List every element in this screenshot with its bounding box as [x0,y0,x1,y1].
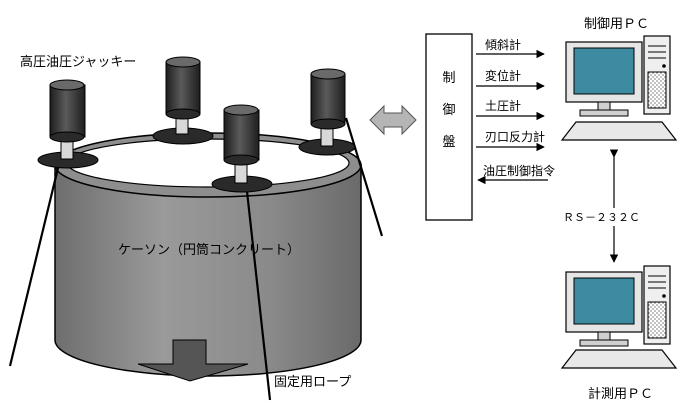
signal-label-edge-reaction: 刃口反力計 [485,129,545,144]
signal-lines [476,49,548,185]
fixing-ropes [8,117,384,401]
rope-label: 固定用ロープ [274,375,351,390]
control-panel-char-3: 盤 [442,135,455,150]
rs232c-label-bg [560,208,630,226]
measurement-pc-label: 計測用ＰＣ [588,386,653,402]
jacks-label: 高圧油圧ジャッキー [20,54,136,70]
hydraulic-jack [211,104,273,193]
signal-label-tilt: 傾斜計 [485,37,521,52]
hydraulic-jack [152,56,214,145]
control-panel-char-1: 制 [442,71,455,86]
measurement-pc-icon [560,265,678,369]
signal-label-hydraulic-command: 油圧制御指令 [483,163,555,178]
control-panel-box [425,33,473,221]
control-pc-icon [560,35,678,141]
communication-double-arrow [369,104,417,136]
signal-label-displacement: 変位計 [485,68,521,83]
rs232c-label: ＲＳ－２３２Ｃ [563,211,640,224]
control-panel-char-2: 御 [442,103,455,118]
hydraulic-jack [37,79,99,169]
control-pc-label: 制御用ＰＣ [584,17,649,32]
caisson-label: ケーソン（円筒コンクリート） [118,242,300,258]
hydraulic-jack [298,68,356,156]
signal-label-earth-pressure: 土圧計 [485,98,521,113]
sinking-direction-arrow [137,339,249,382]
